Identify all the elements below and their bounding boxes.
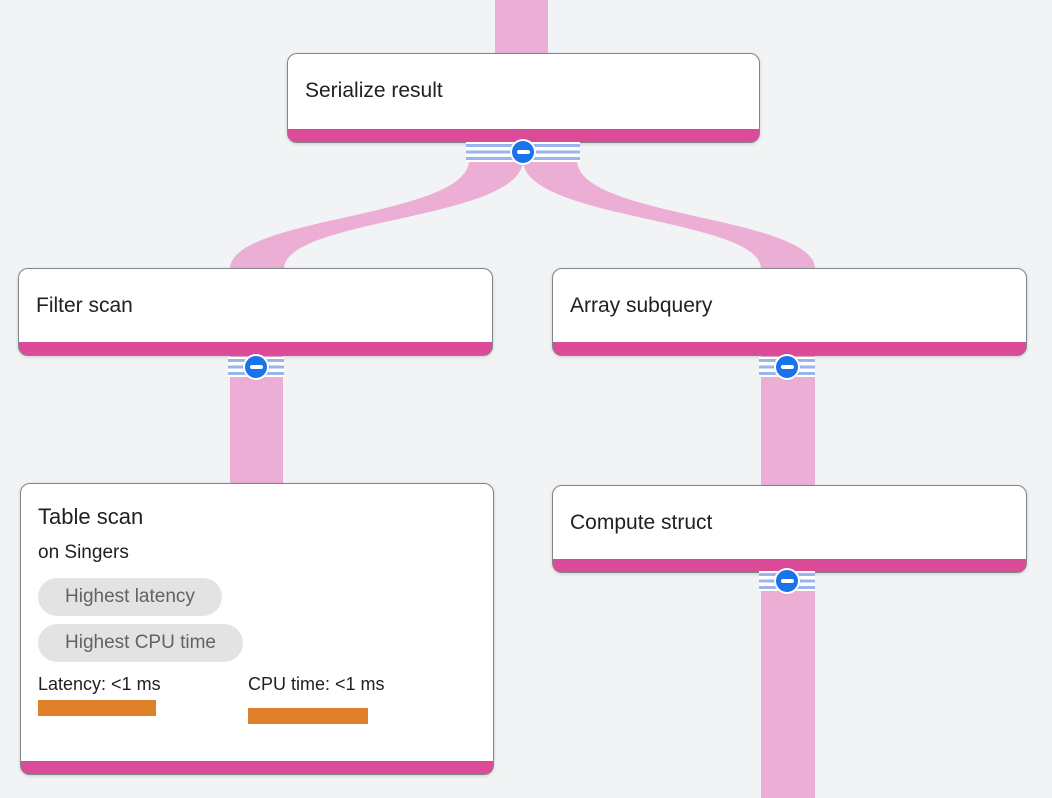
node-accent-bar — [553, 342, 1026, 355]
metric-latency: Latency: <1 ms — [38, 674, 248, 724]
minus-icon — [780, 579, 794, 583]
metric-cpu-time-label: CPU time: <1 ms — [248, 674, 385, 694]
metric-latency-label: Latency: <1 ms — [38, 674, 161, 694]
minus-icon — [516, 150, 530, 154]
edge-into-serialize-result — [495, 0, 548, 57]
collapse-button[interactable] — [774, 568, 800, 594]
node-accent-bar — [553, 559, 1026, 572]
node-accent-bar — [19, 342, 492, 355]
collapse-button[interactable] — [243, 354, 269, 380]
collapse-control-array-subquery[interactable] — [759, 354, 815, 380]
node-title: Array subquery — [570, 294, 713, 317]
edge-compute-struct-to-offscreen — [761, 573, 815, 798]
metrics-row: Latency: <1 ms CPU time: <1 ms — [21, 670, 493, 724]
collapse-button[interactable] — [774, 354, 800, 380]
badge-list: Highest latency Highest CPU time — [21, 564, 493, 662]
node-accent-bar — [288, 129, 759, 142]
metric-cpu-time-bar — [248, 708, 368, 724]
collapse-control-filter-scan[interactable] — [228, 354, 284, 380]
metric-cpu-time: CPU time: <1 ms — [248, 674, 385, 724]
node-title: Serialize result — [305, 79, 443, 102]
node-serialize-result[interactable]: Serialize result — [287, 53, 760, 143]
node-array-subquery[interactable]: Array subquery — [552, 268, 1027, 356]
node-subtitle: on Singers — [38, 542, 129, 563]
collapse-button[interactable] — [510, 139, 536, 165]
metric-latency-bar — [38, 700, 156, 716]
edge-serialize-to-array-subquery — [523, 160, 815, 269]
edge-serialize-to-filter-scan — [230, 160, 523, 269]
minus-icon — [780, 365, 794, 369]
node-filter-scan[interactable]: Filter scan — [18, 268, 493, 356]
badge-highest-latency: Highest latency — [38, 578, 222, 616]
node-accent-bar — [21, 761, 493, 774]
collapse-control-compute-struct[interactable] — [759, 568, 815, 594]
badge-highest-cpu-time: Highest CPU time — [38, 624, 243, 662]
collapse-control-serialize-result[interactable] — [466, 139, 580, 165]
minus-icon — [249, 365, 263, 369]
node-compute-struct[interactable]: Compute struct — [552, 485, 1027, 573]
node-title: Compute struct — [570, 511, 713, 534]
node-title: Table scan — [38, 504, 144, 529]
node-title: Filter scan — [36, 294, 133, 317]
node-table-scan[interactable]: Table scan on Singers Highest latency Hi… — [20, 483, 494, 775]
